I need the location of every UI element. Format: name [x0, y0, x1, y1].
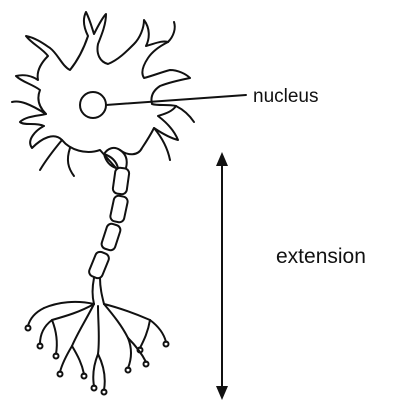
terminal-branch	[98, 306, 99, 354]
terminal-branch	[28, 308, 44, 326]
nucleus-label: nucleus	[253, 87, 319, 106]
terminal-branch	[98, 354, 105, 390]
extension-arrow-head-bottom	[216, 386, 228, 400]
terminal-branch	[128, 338, 131, 368]
terminal-branch	[140, 320, 150, 348]
dendrite-right-mid	[176, 106, 194, 122]
dendrite-left-lower	[40, 140, 62, 170]
extension-label: extension	[276, 246, 366, 267]
myelin-segment	[112, 167, 129, 195]
terminal-branch	[150, 320, 166, 342]
terminal-branch	[93, 354, 98, 386]
nucleus-circle	[80, 92, 106, 118]
axon-trunk-2	[100, 278, 104, 304]
dendrite-top-right	[168, 22, 175, 42]
terminal-knob	[126, 368, 131, 373]
nucleus-pointer-line	[106, 95, 246, 105]
terminal-branch	[60, 346, 72, 372]
terminal-branch	[52, 320, 57, 354]
myelin-segment	[109, 195, 128, 223]
terminal-knob	[26, 326, 31, 331]
terminal-knob	[82, 374, 87, 379]
terminal-knob	[54, 354, 59, 359]
axon-trunk	[93, 278, 95, 304]
terminal-branch	[72, 346, 84, 374]
terminal-knob	[164, 342, 169, 347]
terminal-branch	[40, 320, 52, 344]
extension-arrow-head-top	[216, 152, 228, 166]
myelin-segment	[88, 250, 111, 279]
terminal-knob	[102, 390, 107, 395]
terminal-knob	[138, 348, 143, 353]
dendrite-left-lower-2	[68, 148, 74, 176]
terminal-knob	[38, 344, 43, 349]
terminal-knob	[144, 362, 149, 367]
terminal-knob	[92, 386, 97, 391]
terminal-knob	[58, 372, 63, 377]
myelin-segment	[100, 222, 121, 251]
